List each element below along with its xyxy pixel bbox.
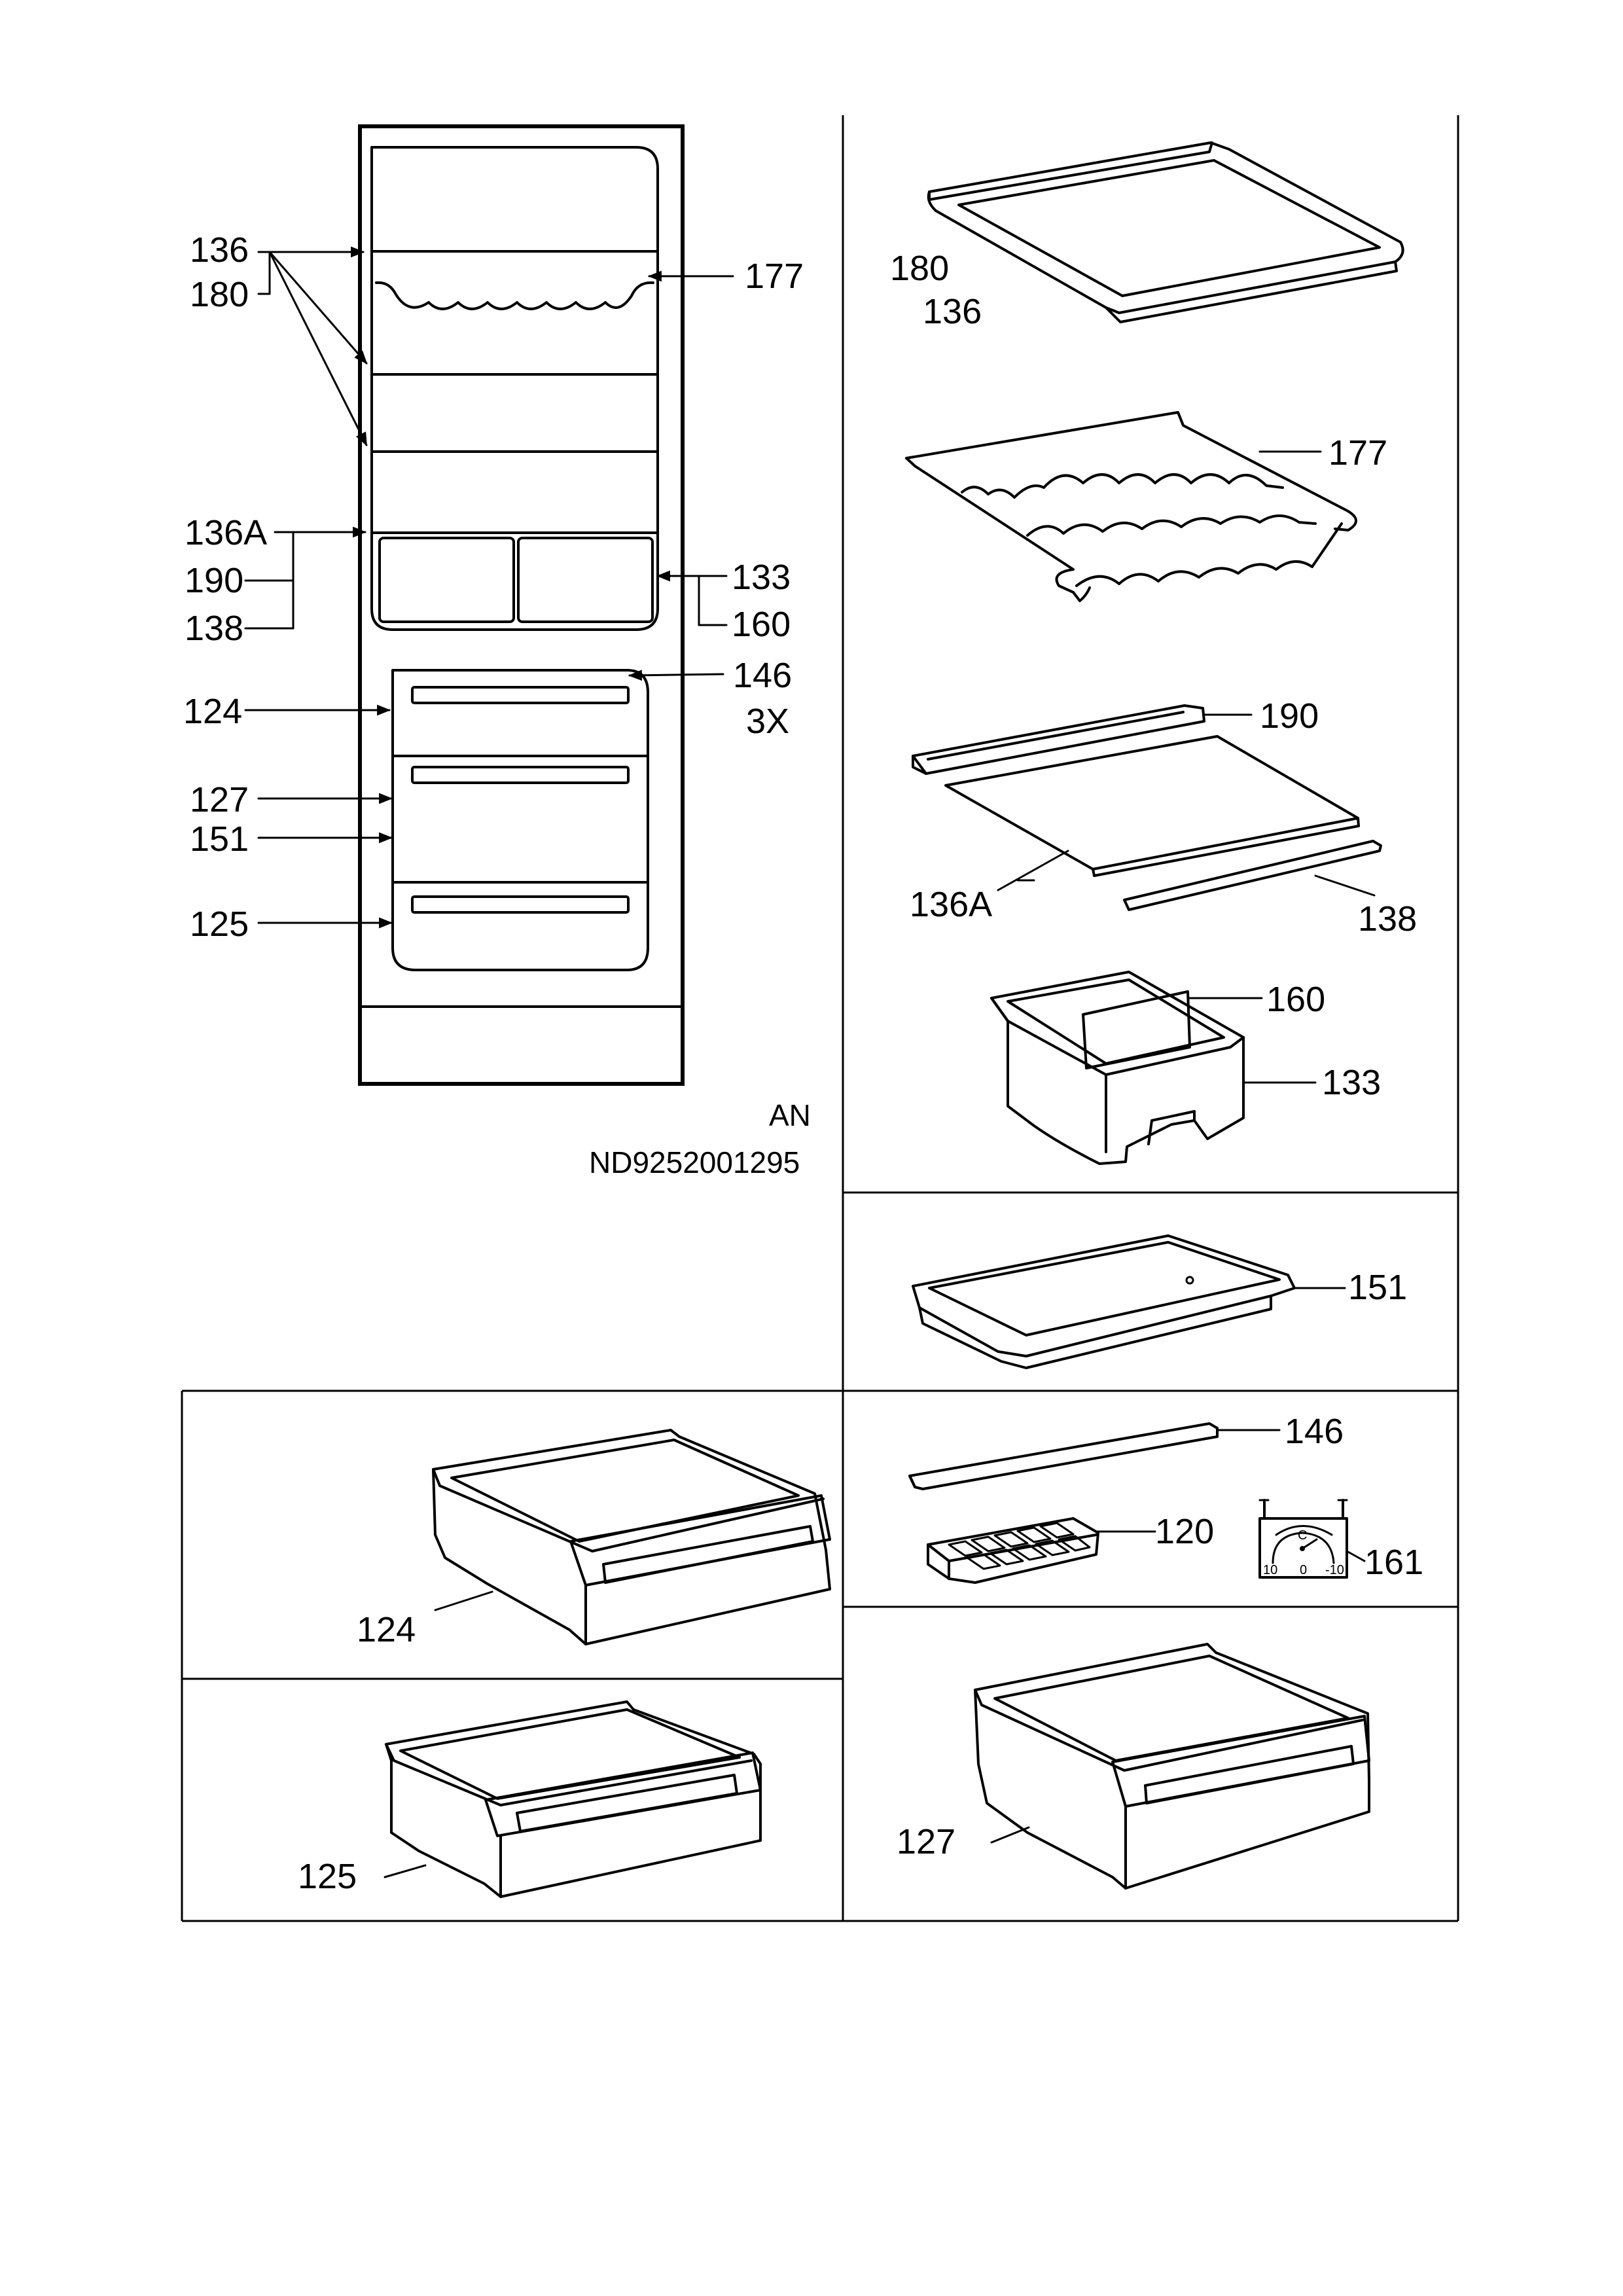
part-label-125: 125 bbox=[298, 1857, 357, 1896]
dial-mid: 0 bbox=[1300, 1563, 1307, 1577]
label-180: 180 bbox=[190, 275, 249, 314]
part-thermostat-161 bbox=[1258, 1499, 1348, 1579]
dial-right: -10 bbox=[1325, 1563, 1344, 1577]
part-glass-shelf-180 bbox=[927, 141, 1404, 323]
drawing-number: ND9252001295 bbox=[589, 1145, 800, 1179]
label-127: 127 bbox=[190, 780, 249, 819]
label-160: 160 bbox=[732, 605, 791, 644]
part-label-161: 161 bbox=[1364, 1543, 1423, 1582]
part-drawer-124 bbox=[432, 1429, 831, 1645]
part-tray-151 bbox=[912, 1234, 1296, 1369]
label-136a: 136A bbox=[185, 513, 267, 552]
label-190: 190 bbox=[185, 561, 243, 600]
fridge-overview bbox=[358, 124, 685, 1086]
overview-labels: 136 180 177 136A 190 138 133 160 146 3X … bbox=[183, 230, 811, 1179]
label-136: 136 bbox=[190, 230, 249, 270]
label-133: 133 bbox=[732, 558, 791, 597]
part-strip-146 bbox=[908, 1422, 1219, 1490]
label-177: 177 bbox=[745, 257, 804, 296]
part-shelf-group-190 bbox=[912, 704, 1382, 911]
part-drawer-125 bbox=[385, 1700, 762, 1898]
part-label-120: 120 bbox=[1155, 1512, 1214, 1551]
label-125: 125 bbox=[190, 905, 249, 944]
part-crisper-box-133 bbox=[990, 971, 1245, 1165]
label-146: 146 bbox=[733, 656, 792, 695]
part-label-127: 127 bbox=[897, 1822, 955, 1861]
part-label-177: 177 bbox=[1329, 433, 1387, 473]
part-label-151: 151 bbox=[1348, 1268, 1407, 1307]
dial-unit: C bbox=[1298, 1528, 1307, 1543]
part-label-133: 133 bbox=[1322, 1063, 1381, 1102]
label-124: 124 bbox=[183, 692, 242, 731]
part-wine-rack-177 bbox=[905, 411, 1357, 602]
part-label-136a: 136A bbox=[910, 885, 992, 924]
dial-left: 10 bbox=[1263, 1563, 1277, 1577]
part-label-138: 138 bbox=[1358, 899, 1417, 939]
drawing-code: AN bbox=[769, 1098, 811, 1132]
label-151: 151 bbox=[190, 819, 249, 859]
label-3x: 3X bbox=[746, 702, 789, 741]
part-drawer-127 bbox=[974, 1643, 1370, 1890]
part-label-146: 146 bbox=[1285, 1412, 1344, 1451]
part-label-190: 190 bbox=[1260, 696, 1319, 736]
part-label-180: 180 bbox=[890, 249, 949, 288]
panel-frames bbox=[181, 115, 1459, 1922]
part-label-124: 124 bbox=[357, 1610, 416, 1649]
overview-leaders bbox=[244, 246, 734, 929]
part-label-136: 136 bbox=[923, 292, 982, 331]
label-138: 138 bbox=[185, 609, 243, 648]
part-ice-tray-120 bbox=[927, 1517, 1099, 1584]
part-label-160: 160 bbox=[1266, 980, 1325, 1019]
